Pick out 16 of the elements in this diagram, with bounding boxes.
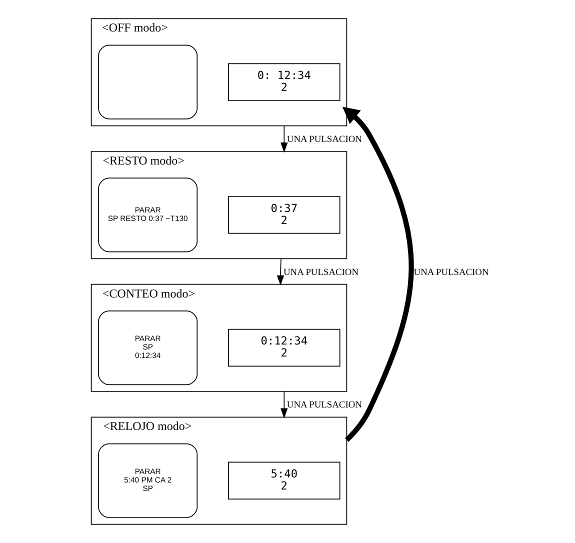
node-box: 5:40 2	[228, 462, 340, 500]
node-box: 0:12:34 2	[228, 328, 340, 367]
node-box: PARAR SP RESTO 0:37 ~T130	[98, 178, 198, 252]
arrow	[276, 258, 284, 286]
edge-label: UNA PULSACION	[413, 268, 488, 278]
arrow	[280, 391, 288, 418]
node-box: PARAR 5:40 PM CA 2 SP	[98, 443, 198, 518]
node-box: 0: 12:34 2	[228, 63, 340, 101]
arrow	[280, 125, 288, 153]
node-box: PARAR SP 0:12:34	[98, 310, 198, 386]
node-box: 0:37 2	[228, 196, 340, 234]
edge-label: UNA PULSACION	[283, 268, 358, 278]
edge-label: UNA PULSACION	[286, 134, 362, 145]
node-box	[98, 44, 198, 120]
edge-label: UNA PULSACION	[286, 400, 362, 411]
arrow	[342, 106, 414, 442]
